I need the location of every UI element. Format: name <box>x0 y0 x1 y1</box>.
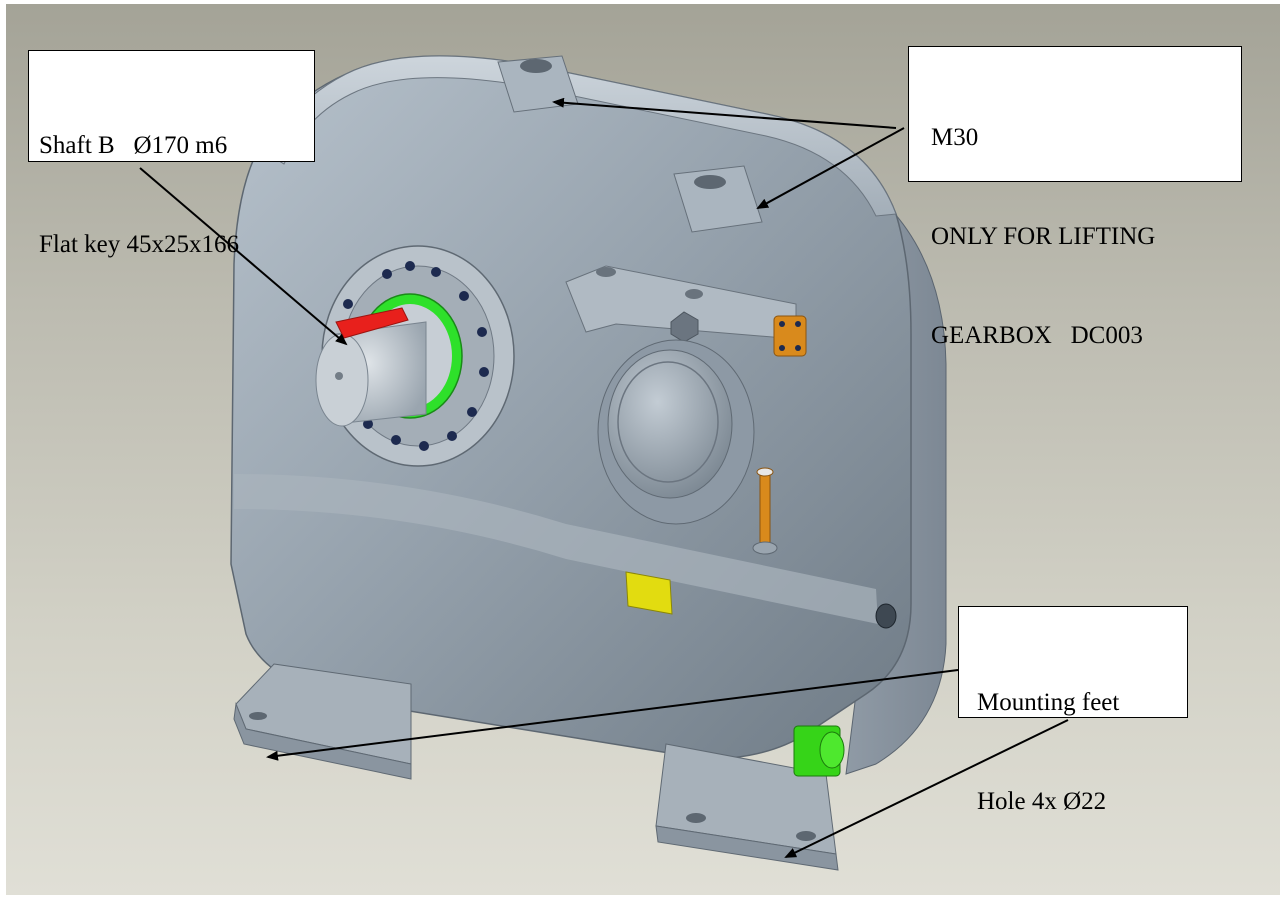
callout-lifting: M30 ONLY FOR LIFTING GEARBOX DC003 <box>908 46 1242 349</box>
arrow-to-foot-left <box>266 669 959 761</box>
drawing-canvas: Shaft B Ø170 m6 Flat key 45x25x166 M30 O… <box>6 4 1280 895</box>
arrow-to-foot-right <box>784 719 1069 858</box>
gearbox-illustration <box>139 55 1069 871</box>
nameplate <box>625 571 673 615</box>
arrow-to-lifting-lug-1 <box>552 97 897 129</box>
callout-lifting-line-1: M30 <box>931 124 979 151</box>
flange-bolts <box>343 261 489 451</box>
housing-lower-band <box>234 474 878 624</box>
side-plug <box>875 603 897 629</box>
callout-feet-line-1: Mounting feet <box>977 689 1120 716</box>
callout-lifting-line-2: ONLY FOR LIFTING <box>931 223 1156 250</box>
callout-mounting-feet: Mounting feet Hole 4x Ø22 <box>958 606 1188 815</box>
bearing-cover-dome <box>607 349 733 499</box>
flat-key <box>335 307 409 339</box>
callout-feet-line-2: Hole 4x Ø22 <box>977 788 1107 815</box>
callout-shaft-line-2: Flat key 45x25x166 <box>39 231 239 258</box>
callout-shaft-b: Shaft B Ø170 m6 Flat key 45x25x166 <box>28 50 315 258</box>
torque-arm-hex <box>670 311 699 343</box>
torque-arm-fitting <box>773 315 807 357</box>
oil-level-indicator <box>759 471 771 547</box>
leader-arrows <box>139 97 1069 858</box>
callout-lifting-line-3: GEARBOX DC003 <box>931 322 1143 349</box>
arrow-to-lifting-lug-2 <box>756 127 905 209</box>
arrow-to-flat-key <box>139 167 348 346</box>
callout-shaft-line-1: Shaft B Ø170 m6 <box>39 132 228 159</box>
